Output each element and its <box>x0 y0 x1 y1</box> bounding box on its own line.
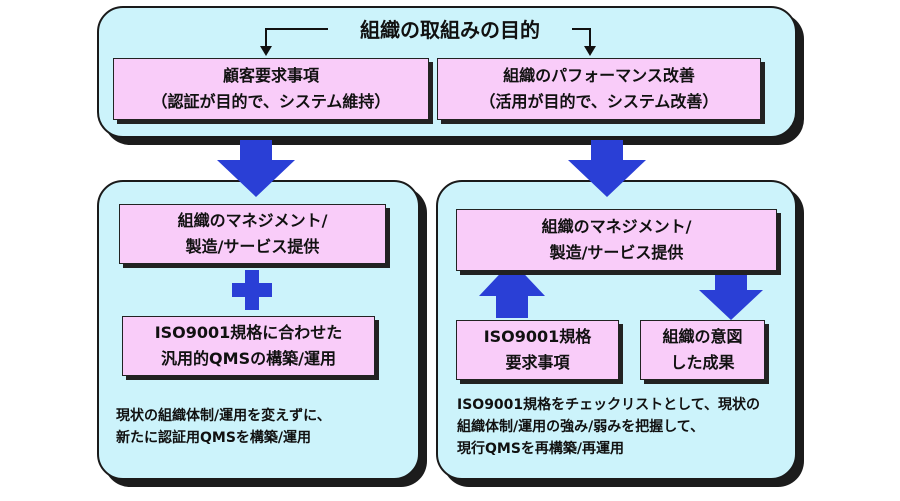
customer-requirements-line1: 顧客要求事項 <box>222 66 319 85</box>
intended-results-box: 組織の意図 した成果 <box>640 320 765 380</box>
right-note-line2: 組織体制/運用の強み/弱みを把握して、 <box>457 419 705 435</box>
right-management-line1: 組織のマネジメント/ <box>541 217 692 236</box>
right-note: ISO9001規格をチェックリストとして、現状の 組織体制/運用の強み/弱みを把… <box>457 394 760 460</box>
right-note-line1: ISO9001規格をチェックリストとして、現状の <box>457 397 761 413</box>
title-right-arrowhead <box>584 46 596 56</box>
right-result-down-arrow <box>699 266 763 320</box>
intended-results-line2: した成果 <box>670 353 735 372</box>
title-left-arrowhead <box>260 46 272 56</box>
left-note: 現状の組織体制/運用を変えずに、 新たに認証用QMSを構築/運用 <box>116 405 331 449</box>
right-down-arrow <box>568 140 646 197</box>
performance-improvement-line2: （活用が目的で、システム改善） <box>479 92 719 111</box>
customer-requirements-box: 顧客要求事項 （認証が目的で、システム維持） <box>113 58 429 120</box>
generic-qms-line1: ISO9001規格に合わせた <box>154 323 343 342</box>
right-management-line2: 製造/サービス提供 <box>549 243 684 262</box>
right-management-box: 組織のマネジメント/ 製造/サービス提供 <box>456 209 777 271</box>
title-left-connector <box>265 28 328 48</box>
iso-requirements-box: ISO9001規格 要求事項 <box>456 320 619 380</box>
customer-requirements-line2: （認証が目的で、システム維持） <box>151 92 391 111</box>
performance-improvement-box: 組織のパフォーマンス改善 （活用が目的で、システム改善） <box>437 58 761 120</box>
left-management-line1: 組織のマネジメント/ <box>177 211 328 230</box>
left-management-line2: 製造/サービス提供 <box>185 237 320 256</box>
left-management-box: 組織のマネジメント/ 製造/サービス提供 <box>119 204 386 264</box>
right-note-line3: 現行QMSを再構築/再運用 <box>457 441 625 457</box>
plus-icon <box>232 270 272 310</box>
diagram-title: 組織の取組みの目的 <box>360 18 540 42</box>
iso-requirements-line2: 要求事項 <box>505 353 570 372</box>
intended-results-line1: 組織の意図 <box>662 327 743 346</box>
performance-improvement-line1: 組織のパフォーマンス改善 <box>503 66 695 85</box>
left-note-line2: 新たに認証用QMSを構築/運用 <box>116 430 312 446</box>
title-right-connector <box>572 28 591 48</box>
left-down-arrow <box>217 140 295 197</box>
generic-qms-box: ISO9001規格に合わせた 汎用的QMSの構築/運用 <box>122 316 375 376</box>
up-arrow <box>479 261 545 318</box>
iso-requirements-line1: ISO9001規格 <box>483 327 592 346</box>
generic-qms-line2: 汎用的QMSの構築/運用 <box>161 349 336 368</box>
left-note-line1: 現状の組織体制/運用を変えずに、 <box>116 408 331 424</box>
